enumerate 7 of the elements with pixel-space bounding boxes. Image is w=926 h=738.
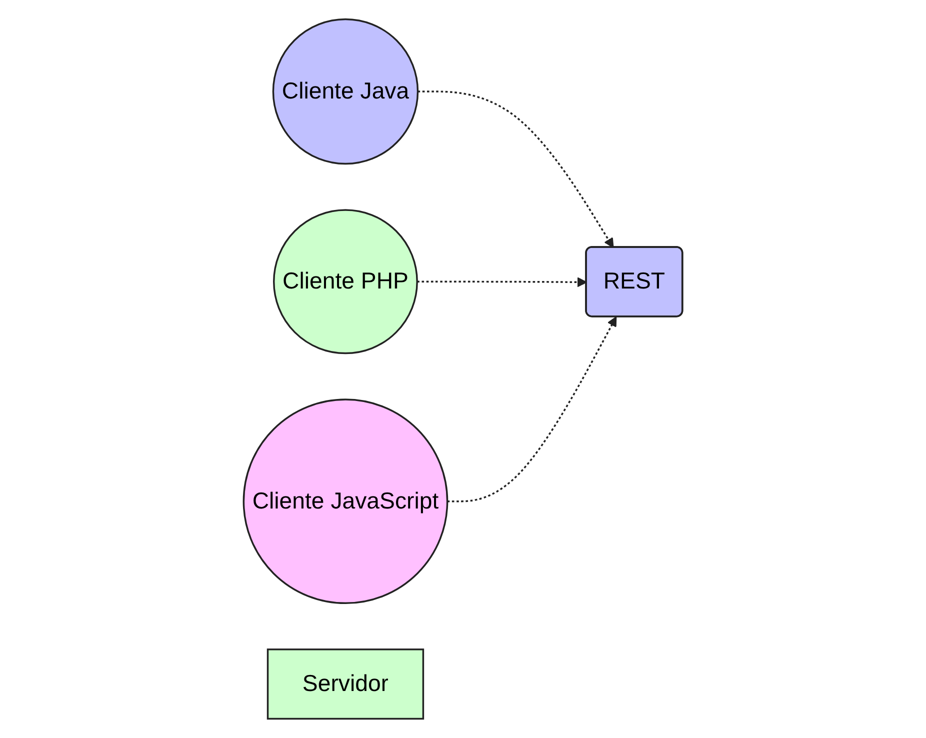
arrow [447,316,617,502]
node-circle: Cliente Java [272,18,419,165]
arrow [418,90,614,248]
node-circle: Cliente PHP [272,209,418,354]
node-box: Servidor [266,648,424,720]
arrow [417,277,588,288]
node-circle: Cliente JavaScript [242,398,448,604]
